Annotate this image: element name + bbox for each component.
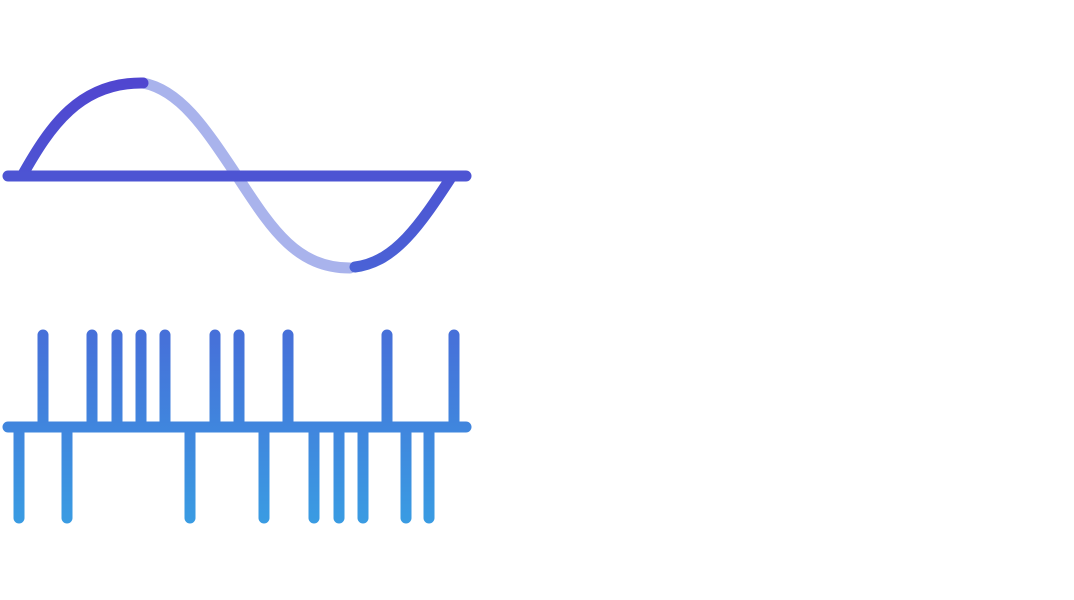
pulse-train-icon bbox=[2, 329, 472, 524]
sine-wave-dark-left bbox=[16, 77, 149, 182]
sine-wave-icon bbox=[2, 77, 472, 274]
sine-wave-dark-right bbox=[349, 170, 458, 273]
